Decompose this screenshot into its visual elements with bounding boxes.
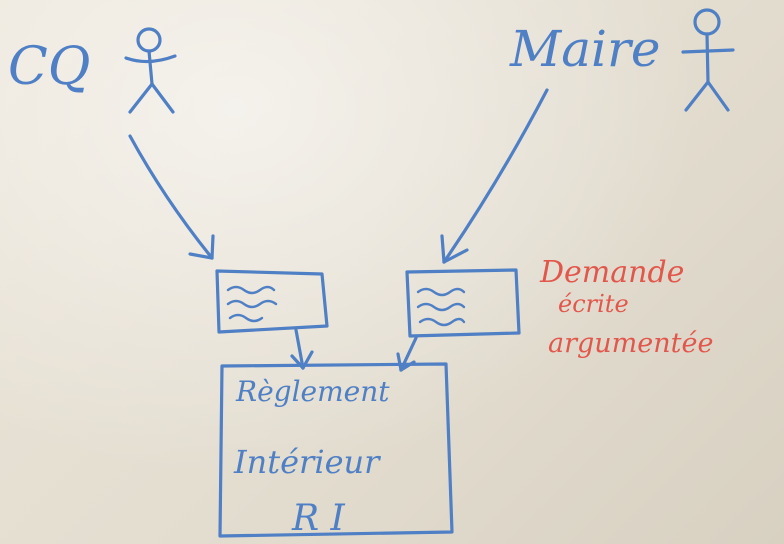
annotation-line2: écrite [558,290,629,318]
annotation-requete-ecrite: Demande écrite argumentée [539,255,713,359]
arrow-left-request-to-ri [290,328,314,370]
arrow-cq-to-request [128,134,215,260]
ri-box-line3: R I [291,498,346,539]
actor-label-maire: Maire [509,20,661,78]
ri-box-line1: Règlement [235,375,390,408]
request-document-right [405,268,521,338]
actor-right-stick-figure [681,8,735,112]
actor-label-cq: CQ [8,37,90,97]
actor-left-stick-figure [124,27,177,114]
ri-box [218,362,454,538]
annotation-line1: Demande [539,255,684,290]
annotation-line3: argumentée [548,328,713,359]
ri-box-line2: Intérieur [233,443,381,481]
arrow-maire-to-request [440,88,549,264]
request-document-left [215,269,329,334]
